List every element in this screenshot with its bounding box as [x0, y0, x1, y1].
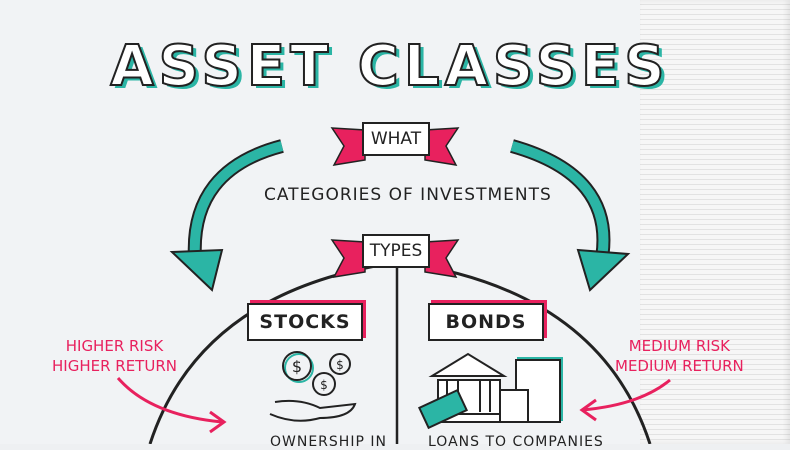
svg-text:$: $	[292, 357, 302, 376]
stocks-risk-note: HIGHER RISK HIGHER RETURN	[52, 336, 177, 376]
page-title: ASSET CLASSES	[0, 33, 790, 100]
what-ribbon	[330, 127, 460, 166]
title-text: ASSET CLASSES	[109, 33, 670, 100]
bonds-risk-note: MEDIUM RISK MEDIUM RETURN	[615, 336, 744, 376]
coins-hand-icon: $ $ $	[269, 351, 357, 422]
right-arrowhead	[576, 248, 631, 292]
what-banner-label: WHAT	[362, 122, 430, 156]
types-arc	[148, 260, 652, 444]
types-banner-label: TYPES	[362, 234, 430, 268]
stocks-risk: HIGHER RISK	[65, 337, 164, 355]
left-arrowhead	[169, 248, 224, 292]
left-pink-arrow	[116, 377, 223, 424]
bonds-return: MEDIUM RETURN	[615, 357, 744, 375]
stocks-label: STOCKS	[247, 303, 363, 341]
bank-buildings-icon	[417, 352, 563, 430]
bonds-risk: MEDIUM RISK	[628, 337, 731, 355]
stocks-description: OWNERSHIP IN	[270, 434, 387, 450]
towel-texture	[640, 0, 790, 444]
types-ribbon	[330, 239, 460, 278]
what-description: CATEGORIES OF INVESTMENTS	[264, 185, 552, 205]
stocks-return: HIGHER RETURN	[52, 357, 177, 375]
svg-text:$: $	[320, 378, 328, 392]
bonds-label: BONDS	[428, 303, 544, 341]
svg-text:$: $	[336, 358, 344, 372]
right-pink-arrow	[581, 378, 671, 412]
bonds-description: LOANS TO COMPANIES	[428, 434, 604, 450]
